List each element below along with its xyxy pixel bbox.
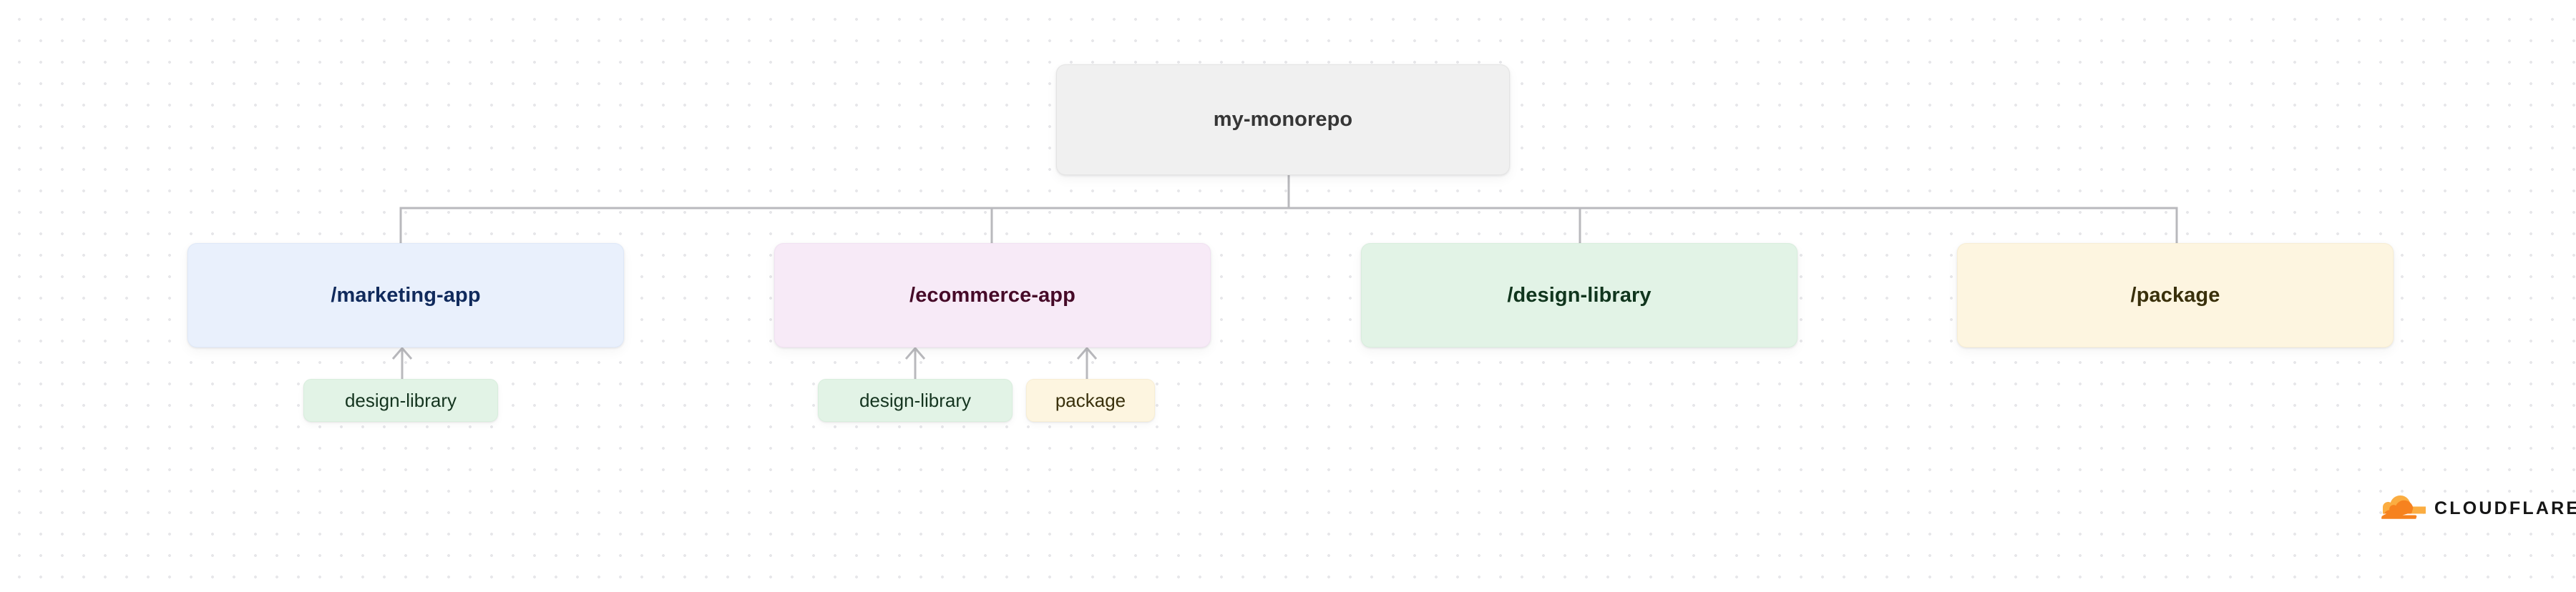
- node-label-marketing-app: /marketing-app: [331, 283, 481, 307]
- node-package[interactable]: /package: [1957, 243, 2394, 347]
- node-label-root: my-monorepo: [1213, 108, 1353, 131]
- node-design-library[interactable]: /design-library: [1361, 243, 1797, 347]
- node-ecommerce-app[interactable]: /ecommerce-app: [774, 243, 1211, 347]
- node-label-ecommerce-app: /ecommerce-app: [909, 283, 1075, 307]
- dependency-pill-ecommerce-design-library[interactable]: design-library: [818, 379, 1013, 422]
- dependency-pill-marketing-design-library[interactable]: design-library: [303, 379, 498, 422]
- dependency-pill-label: design-library: [859, 389, 972, 411]
- node-my-monorepo[interactable]: my-monorepo: [1056, 64, 1510, 175]
- dep-arrowhead-ecommerce-package: [1076, 346, 1098, 360]
- dep-arrowhead-ecommerce-design-library: [904, 346, 926, 360]
- cloudflare-wordmark: CLOUDFLARE: [2434, 498, 2576, 518]
- node-marketing-app[interactable]: /marketing-app: [187, 243, 624, 347]
- dependency-pill-ecommerce-package[interactable]: package: [1026, 379, 1155, 422]
- cloudflare-cloud-icon: [2381, 492, 2426, 526]
- dependency-pill-label: package: [1055, 389, 1126, 411]
- dep-arrowhead-marketing-design-library: [391, 346, 413, 360]
- dependency-pill-label: design-library: [344, 389, 457, 411]
- node-label-package: /package: [2130, 283, 2220, 307]
- node-label-design-library: /design-library: [1507, 283, 1652, 307]
- cloudflare-logo: CLOUDFLARE: [2381, 492, 2576, 526]
